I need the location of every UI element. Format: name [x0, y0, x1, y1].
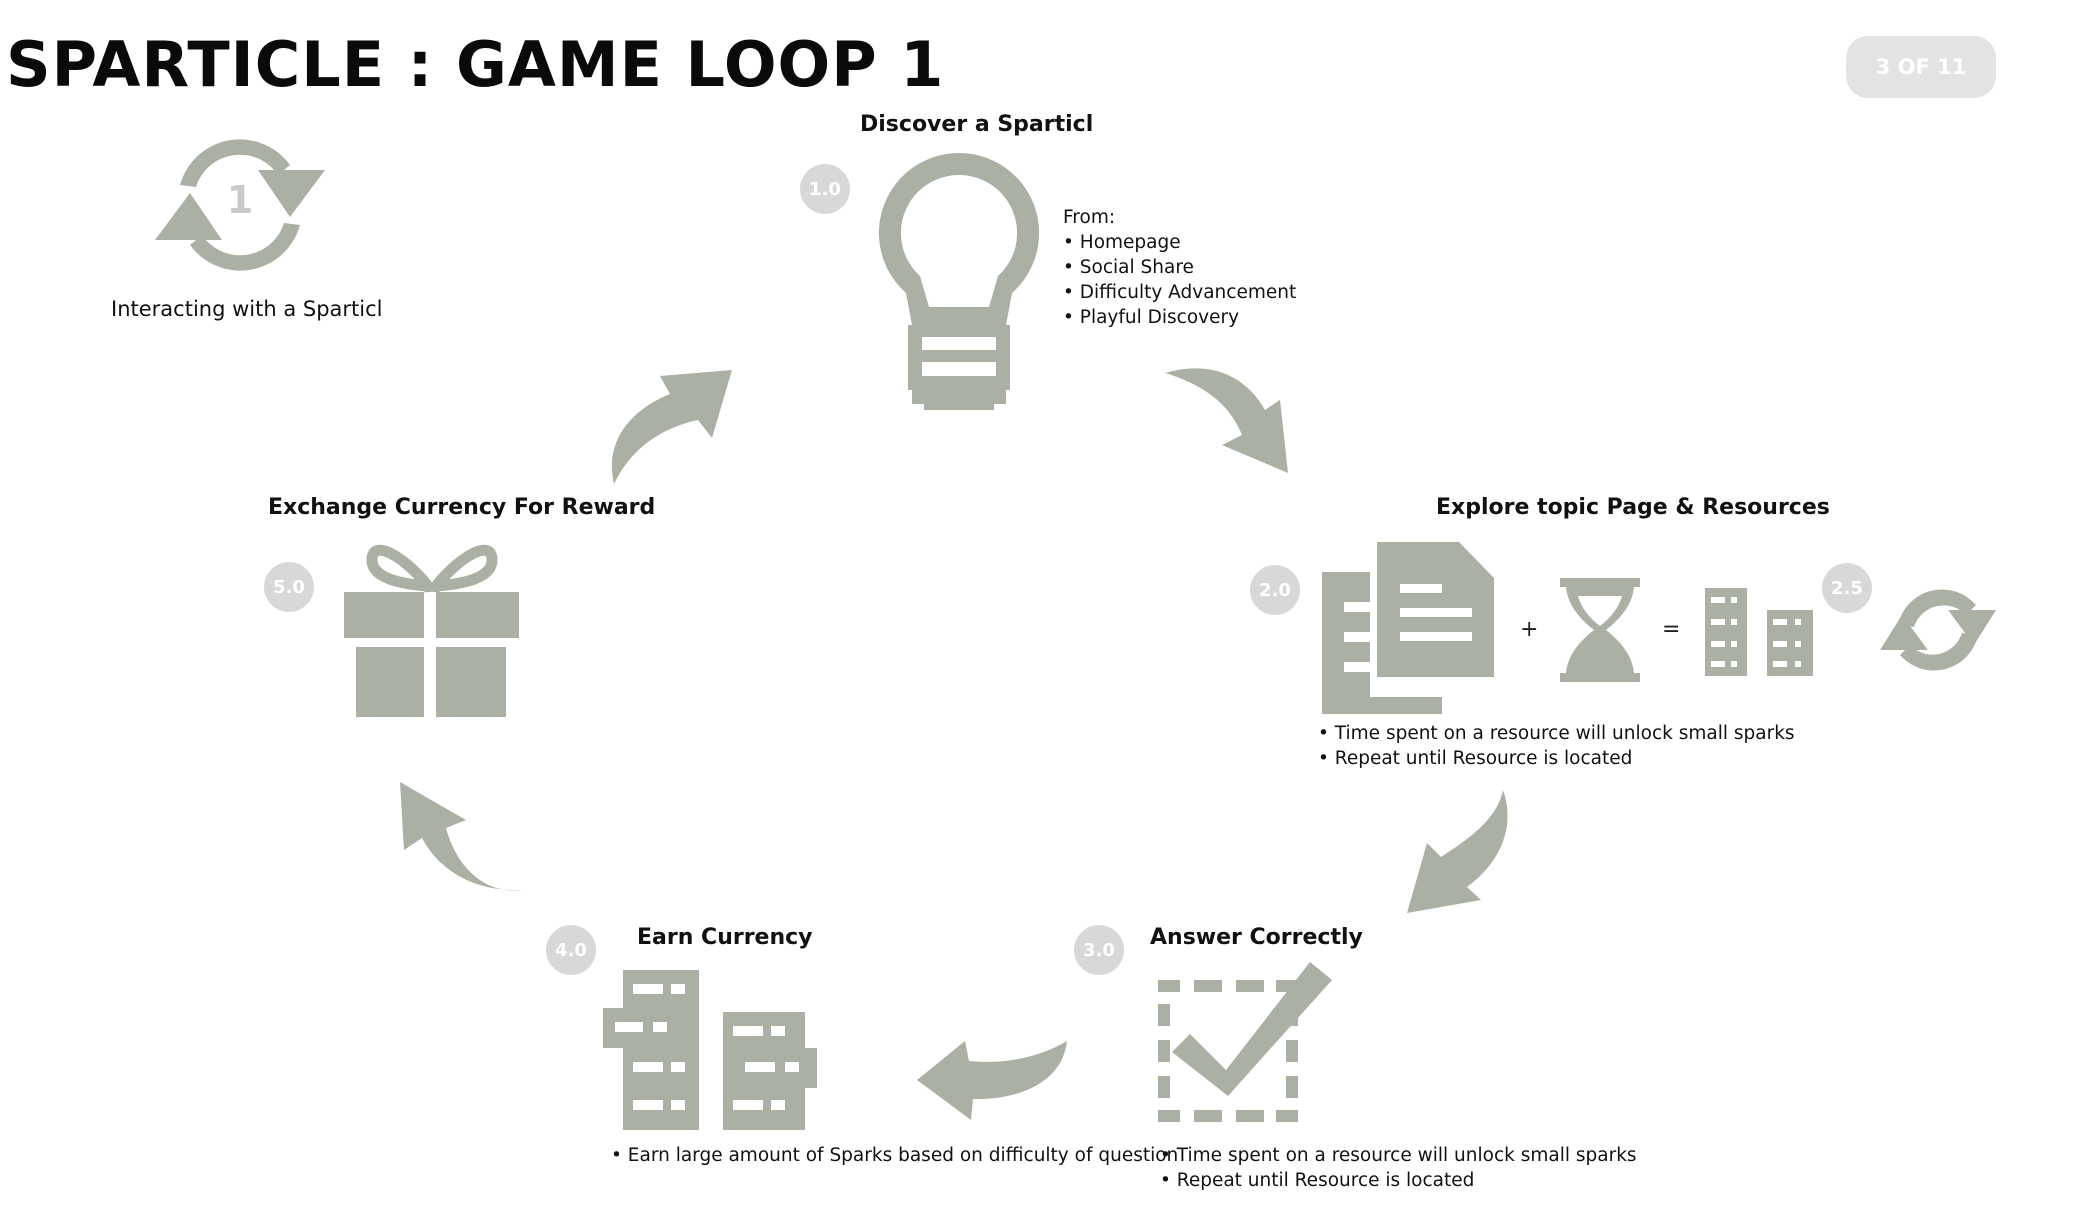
legend-label: Interacting with a Sparticl: [111, 297, 383, 321]
equals-sign: =: [1662, 617, 1681, 642]
sparks-stack-icon-small: [1705, 588, 1813, 676]
discover-list-header: From:: [1063, 207, 1116, 228]
step-earn-list: • Earn large amount of Sparks based on d…: [611, 1143, 1178, 1168]
plus-sign: +: [1520, 617, 1539, 642]
hourglass-icon: [1560, 578, 1640, 682]
step-exchange-title: Exchange Currency For Reward: [268, 495, 656, 520]
lightbulb-icon: [878, 152, 1040, 410]
flow-arrow-discover-to-explore: [1165, 368, 1288, 473]
step-explore-list: • Time spent on a resource will unlock s…: [1318, 721, 1795, 771]
step-explore-number: 2.0: [1250, 565, 1300, 615]
flow-arrow-exchange-to-discover: [611, 370, 732, 484]
document-icon: [1322, 542, 1500, 714]
loop-icon-number: 1: [226, 178, 254, 222]
step-earn-number: 4.0: [546, 925, 596, 975]
list-item: • Time spent on a resource will unlock s…: [1318, 723, 1795, 744]
step-discover-number: 1.0: [800, 164, 850, 214]
list-item: • Social Share: [1063, 257, 1194, 278]
page-title: SPARTICLE : GAME LOOP 1: [6, 28, 945, 101]
checkbox-check-icon: [1158, 962, 1332, 1122]
list-item: • Playful Discovery: [1063, 307, 1240, 328]
step-answer-title: Answer Correctly: [1150, 925, 1363, 950]
sparks-stack-icon: [603, 970, 817, 1130]
list-item: • Earn large amount of Sparks based on d…: [611, 1145, 1179, 1166]
step-discover-title: Discover a Sparticl: [860, 112, 1094, 137]
page-indicator-badge: 3 OF 11: [1846, 36, 1996, 98]
refresh-icon: [1880, 589, 1996, 671]
list-item: • Difficulty Advancement: [1063, 282, 1297, 303]
list-item: • Homepage: [1063, 232, 1181, 253]
list-item: • Repeat until Resource is located: [1160, 1170, 1475, 1191]
step-explore-title: Explore topic Page & Resources: [1436, 495, 1830, 520]
list-item: • Time spent on a resource will unlock s…: [1160, 1145, 1637, 1166]
gift-icon: [344, 544, 519, 717]
step-answer-number: 3.0: [1074, 925, 1124, 975]
flow-arrow-answer-to-earn: [917, 1041, 1067, 1120]
step-earn-title: Earn Currency: [637, 925, 813, 950]
step-exchange-number: 5.0: [264, 562, 314, 612]
flow-arrow-explore-to-answer: [1407, 790, 1508, 913]
loop-icon: [155, 139, 325, 271]
step-discover-list: From: • Homepage • Social Share • Diffic…: [1063, 205, 1296, 330]
flow-arrow-earn-to-exchange: [400, 782, 523, 891]
step-answer-list: • Time spent on a resource will unlock s…: [1160, 1143, 1637, 1193]
list-item: • Repeat until Resource is located: [1318, 748, 1633, 769]
step-explore-sub-number: 2.5: [1822, 563, 1872, 613]
